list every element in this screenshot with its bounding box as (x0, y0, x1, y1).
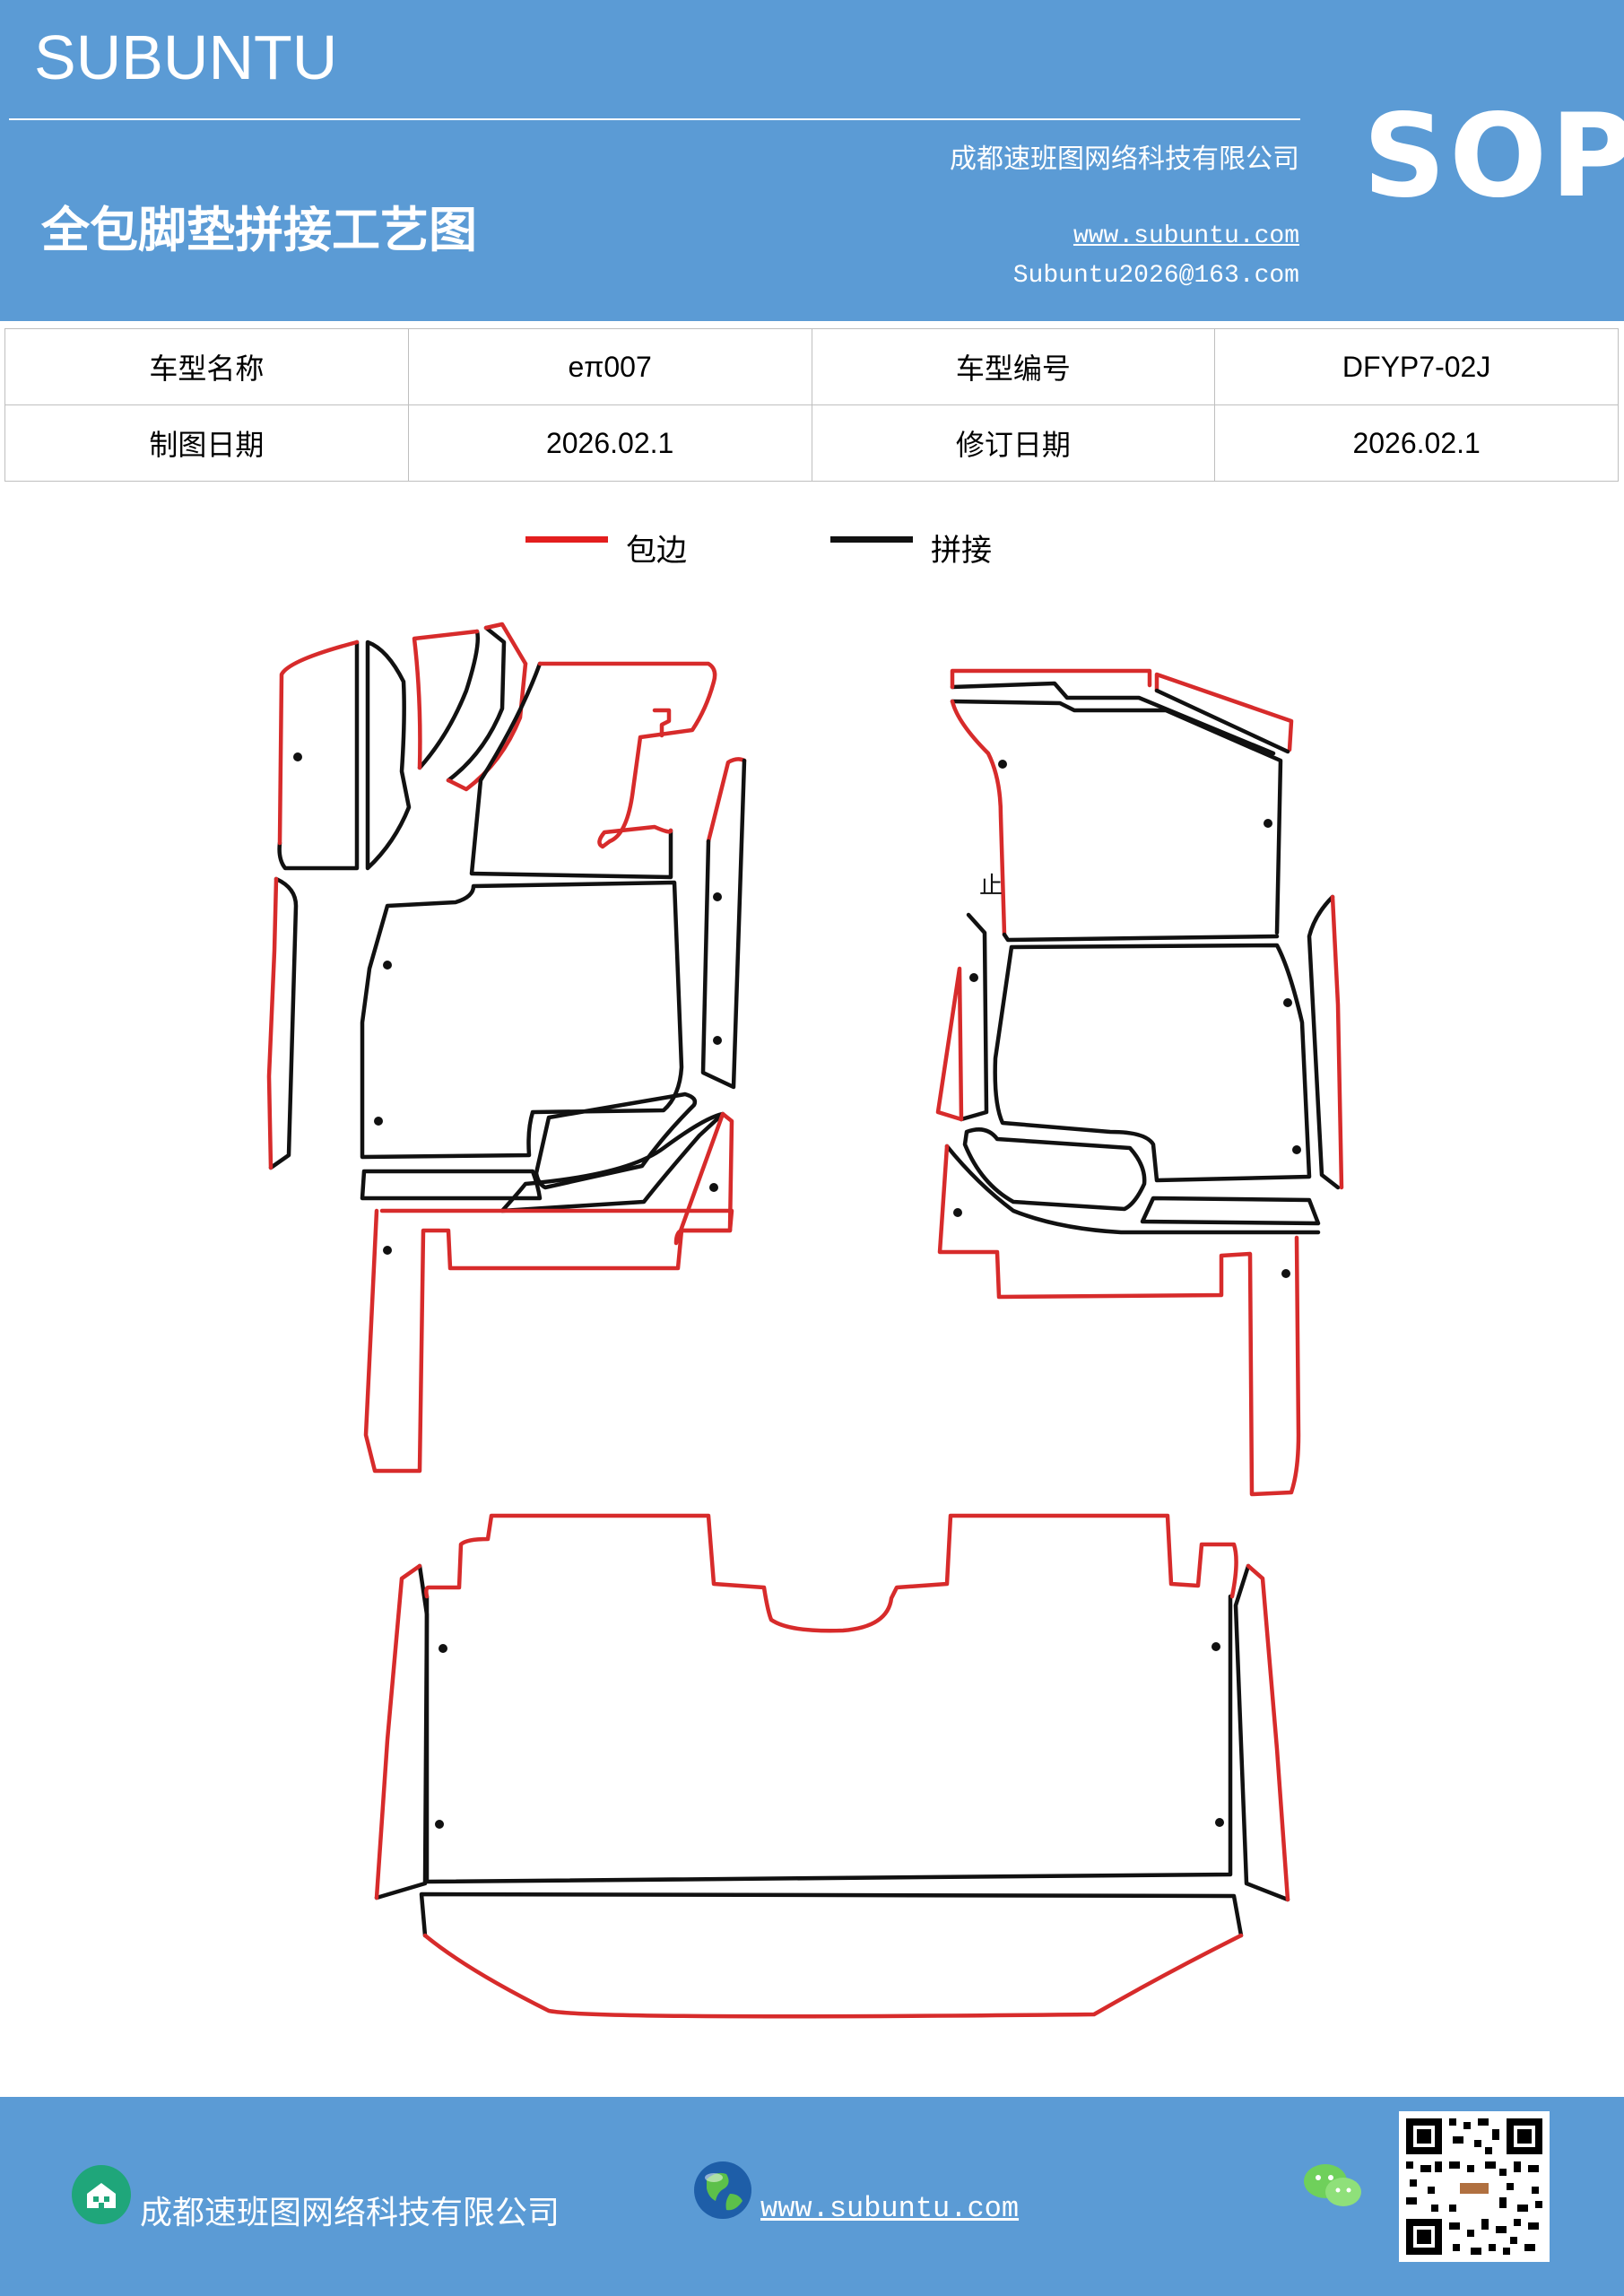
mat-piece (365, 639, 412, 871)
pin-dot (709, 1183, 718, 1192)
splice-label: 拼接 (931, 533, 992, 569)
mat-piece (266, 876, 299, 1170)
footer-company: 成都速班图网络科技有限公司 (140, 2195, 560, 2231)
mat-piece (937, 1144, 1321, 1497)
pin-dot (293, 752, 302, 761)
document-title: 全包脚垫拼接工艺图 (41, 201, 477, 258)
model-code-label: 车型编号 (811, 328, 1216, 405)
qr-code (1399, 2111, 1550, 2262)
pin-dot (383, 1246, 392, 1255)
edge-label: 包边 (626, 533, 687, 569)
building-icon (72, 2165, 131, 2224)
pin-dot (1281, 1269, 1290, 1278)
mat-piece (360, 880, 684, 1160)
model-name-label: 车型名称 (4, 328, 409, 405)
mat-piece (360, 1169, 543, 1201)
brand-name: SUBUNTU (34, 22, 338, 92)
splice-swatch (830, 536, 913, 543)
model-code-value: DFYP7-02J (1214, 328, 1619, 405)
mat-piece (1307, 894, 1344, 1190)
pin-dot (713, 1036, 722, 1045)
pin-dot (439, 1644, 447, 1653)
mat-piece (1233, 1563, 1290, 1902)
mat-piece (950, 699, 1283, 943)
mat-piece (374, 1563, 430, 1900)
table-row: 车型名称 eπ007 车型编号 DFYP7-02J (4, 328, 1619, 405)
pin-dot (1264, 819, 1272, 828)
mat-piece (1154, 672, 1294, 754)
globe-icon (694, 2161, 751, 2219)
header-divider (9, 118, 1300, 120)
company-name: 成都速班图网络科技有限公司 (950, 144, 1299, 175)
header-banner: SUBUNTU 成都速班图网络科技有限公司 全包脚垫拼接工艺图 www.subu… (0, 0, 1624, 321)
model-name-value: eπ007 (407, 328, 812, 405)
pin-dot (435, 1820, 444, 1829)
pin-dot (1283, 998, 1292, 1007)
mat-piece (412, 629, 481, 770)
info-table: 车型名称 eπ007 车型编号 DFYP7-02J 制图日期 2026.02.1… (4, 328, 1619, 482)
mat-piece (469, 661, 717, 880)
pin-dot (998, 760, 1007, 769)
mat-piece (277, 639, 360, 871)
revise-date-label: 修订日期 (811, 404, 1216, 482)
pin-dot (1211, 1642, 1220, 1651)
pin-dot (383, 961, 392, 970)
pin-dot (374, 1117, 383, 1126)
revise-date-value: 2026.02.1 (1214, 404, 1619, 482)
pin-dot (1292, 1145, 1301, 1154)
mat-piece (962, 1127, 1147, 1212)
pin-dot (969, 973, 978, 982)
mat-piece (363, 1208, 734, 1474)
draw-date-value: 2026.02.1 (407, 404, 812, 482)
mat-piece (993, 943, 1312, 1183)
pin-dot (713, 892, 722, 901)
mat-piece (424, 1513, 1238, 1884)
mat-piece (935, 912, 989, 1122)
footer-website-link[interactable]: www.subuntu.com (760, 2192, 1020, 2225)
footer-banner: 成都速班图网络科技有限公司 www.subuntu.com (0, 2097, 1624, 2296)
pin-dot (1215, 1818, 1224, 1827)
mat-piece (700, 757, 747, 1090)
mat-piece (1140, 1196, 1321, 1226)
wechat-icon[interactable] (1302, 2160, 1365, 2213)
edge-swatch (525, 536, 608, 543)
pin-dot (953, 1208, 962, 1217)
pattern-mark: 止 (979, 873, 1003, 900)
email-address: Subuntu2026@163.com (1012, 262, 1299, 290)
mat-piece (419, 1892, 1244, 2019)
mat-piece (446, 622, 528, 792)
sop-badge: SOP (1363, 90, 1624, 223)
table-row: 制图日期 2026.02.1 修订日期 2026.02.1 (4, 404, 1619, 482)
draw-date-label: 制图日期 (4, 404, 409, 482)
website-link[interactable]: www.subuntu.com (1073, 222, 1299, 250)
